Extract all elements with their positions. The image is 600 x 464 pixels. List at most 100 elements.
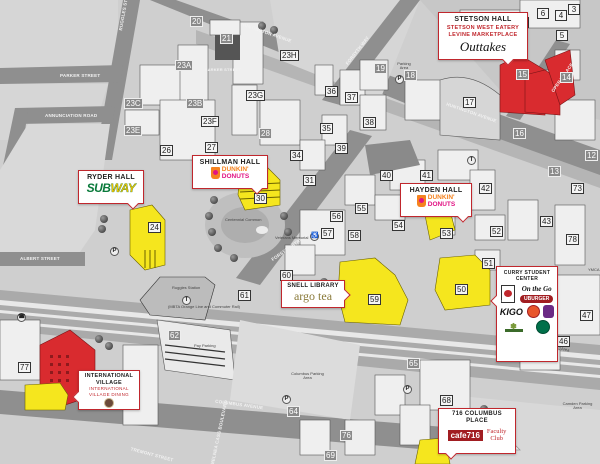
building-14[interactable]: 14 [560,72,573,83]
building-15[interactable]: 15 [516,69,529,80]
building-78[interactable]: 78 [566,234,579,245]
building-52[interactable]: 52 [490,226,503,237]
callout-curry-student-center[interactable]: CURRY STUDENT CENTER On the Go UBURGER K… [490,266,558,362]
building-23a[interactable]: 23A [175,60,194,71]
callout-title: STETSON HALL [454,16,512,23]
building-20[interactable]: 20 [190,16,203,27]
area-centennial-common: Centennial Common [225,217,262,222]
callout-international-village[interactable]: INTERNATIONAL VILLAGE INTERNATIONAL VILL… [72,370,140,410]
tree-icon [208,228,216,236]
building-42[interactable]: 42 [479,183,492,194]
outtakes-logo: Outtakes [459,39,507,55]
callout-hayden-hall[interactable]: HAYDEN HALL DUNKIN'DONUTS [400,183,472,223]
callout-shillman-hall[interactable]: SHILLMAN HALL DUNKIN'DONUTS [192,155,268,195]
building-58[interactable]: 58 [348,230,361,241]
building-31[interactable]: 31 [303,175,316,186]
building-21[interactable]: 21 [220,33,233,44]
parking-icon[interactable]: P [282,395,291,404]
building-23h[interactable]: 23H [280,50,299,61]
starbucks-logo [535,320,550,334]
building-43[interactable]: 43 [540,216,553,227]
building-41[interactable]: 41 [420,170,433,181]
building-46[interactable]: 46 [557,336,570,347]
building-17[interactable]: 17 [463,97,476,108]
building-37[interactable]: 37 [345,92,358,103]
area-ruggles-station: Ruggles Station [172,285,201,290]
tree-icon [100,215,108,223]
building-47[interactable]: 47 [580,310,593,321]
building-23b[interactable]: 23B [186,98,205,109]
phone-icon: ☎ [17,313,26,322]
callout-snell-library[interactable]: SNELL LIBRARY argo tea [281,280,351,308]
building-36[interactable]: 36 [325,86,338,97]
building-61[interactable]: 61 [238,290,251,301]
street-label-albert: ALBERT STREET [20,256,60,261]
callout-stetson-hall[interactable]: STETSON HALL STETSON WEST EATERY LEVINE … [438,12,528,66]
callout-title: CURRY STUDENT CENTER [503,270,551,282]
building-64[interactable]: 64 [287,406,300,417]
building-27[interactable]: 27 [205,142,218,153]
building-30[interactable]: 30 [254,193,267,204]
building-13[interactable]: 13 [548,166,561,177]
tree-icon [205,212,213,220]
building-35[interactable]: 35 [320,123,333,134]
building-34[interactable]: 34 [290,150,303,161]
building-3[interactable]: 3 [568,4,580,15]
building-39[interactable]: 39 [335,143,348,154]
building-62[interactable]: 62 [168,330,181,341]
parking-icon[interactable]: P [403,385,412,394]
area-parking: Parking Area [397,61,411,71]
callout-ryder-hall[interactable]: RYDER HALL SUBWAY [78,170,144,210]
building-4[interactable]: 4 [555,10,567,21]
building-23f[interactable]: 23F [201,116,219,127]
building-53[interactable]: 53 [440,228,453,239]
building-23c[interactable]: 23C [124,98,143,109]
kigo-logo: KIGO [499,306,523,317]
t-station-icon[interactable]: T [467,156,476,165]
callout-title: RYDER HALL [87,174,135,181]
cafe-716-logo: cafe716 [447,429,483,441]
building-69[interactable]: 69 [324,450,337,461]
building-55[interactable]: 55 [355,203,368,214]
building-54[interactable]: 54 [392,220,405,231]
building-19[interactable]: 19 [374,63,387,74]
dunkin-donuts-logo: DUNKIN'DONUTS [210,166,249,180]
building-38[interactable]: 38 [363,117,376,128]
building-18[interactable]: 18 [404,70,417,81]
building-5[interactable]: 5 [556,30,568,41]
building-76[interactable]: 76 [340,430,353,441]
t-station-icon[interactable]: T [182,296,191,305]
building-56[interactable]: 56 [330,211,343,222]
building-6[interactable]: 6 [537,8,549,19]
callout-title: SNELL LIBRARY [287,283,339,289]
building-26[interactable]: 26 [160,145,173,156]
coffee-cup-icon [210,167,220,179]
tree-icon [105,342,113,350]
building-24[interactable]: 24 [148,222,161,233]
parking-icon[interactable]: P [395,75,404,84]
building-57[interactable]: 57 [321,228,334,239]
building-40[interactable]: 40 [380,170,393,181]
building-68[interactable]: 68 [440,395,453,406]
building-77[interactable]: 77 [18,362,31,373]
parking-icon[interactable]: P [110,247,119,256]
building-65[interactable]: 65 [407,358,420,369]
building-73[interactable]: 73 [571,183,584,194]
tree-icon [95,335,103,343]
dining-seal-icon [104,398,114,408]
building-28[interactable]: 28 [259,128,272,139]
building-50[interactable]: 50 [455,284,468,295]
building-16[interactable]: 16 [513,128,526,139]
building-59[interactable]: 59 [368,294,381,305]
building-23g[interactable]: 23G [246,90,266,101]
area-ymca: YMCA [588,267,600,272]
building-51[interactable]: 51 [482,258,495,269]
dunkin-donuts-logo: DUNKIN'DONUTS [416,194,455,208]
building-23e[interactable]: 23E [124,125,143,136]
accessible-icon: ♿ [310,232,319,241]
street-label-parker-2: PARKER STREET [205,67,242,72]
building-12[interactable]: 12 [585,150,598,161]
